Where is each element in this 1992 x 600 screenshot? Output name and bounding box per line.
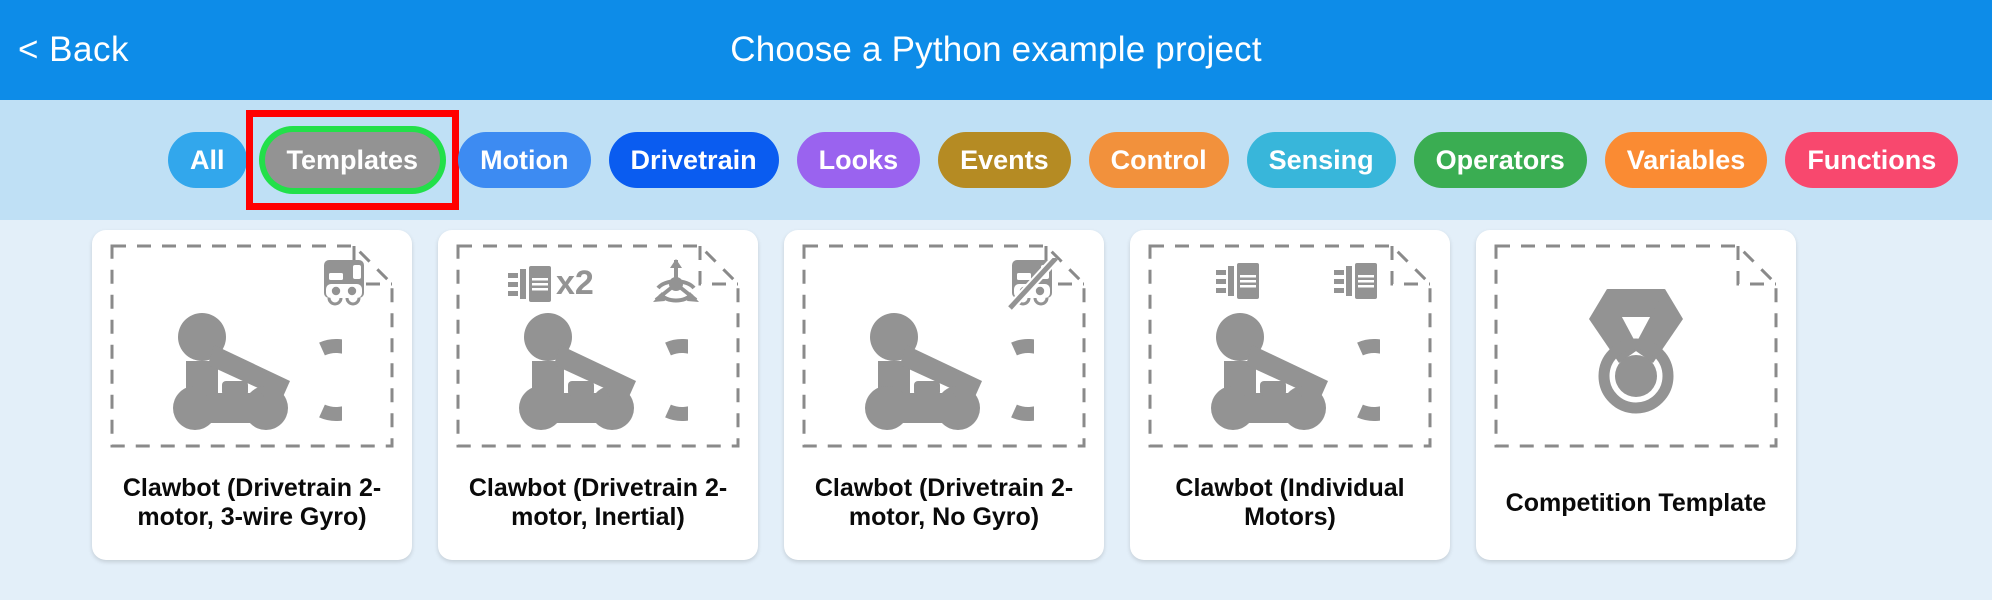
x2-multiplier-label: x2 xyxy=(556,264,594,302)
filter-pill-events[interactable]: Events xyxy=(938,132,1071,188)
card-title: Competition Template xyxy=(1505,488,1767,517)
project-card[interactable]: Clawbot (Drivetrain 2-motor, 3-wire Gyro… xyxy=(92,230,412,560)
gyro-3wire-icon xyxy=(324,260,364,306)
filter-pill-wrap-all: All xyxy=(168,132,247,188)
clawbot-robot-wrap xyxy=(102,309,402,434)
medal-icon xyxy=(1589,289,1683,414)
card-sensor-badges xyxy=(102,258,368,310)
filter-pill-drivetrain[interactable]: Drivetrain xyxy=(608,132,779,188)
filter-pill-sensing[interactable]: Sensing xyxy=(1246,132,1396,188)
card-title: Clawbot (Drivetrain 2-motor, Inertial) xyxy=(468,474,728,531)
card-thumbnail xyxy=(1140,240,1440,452)
filter-pill-variables[interactable]: Variables xyxy=(1604,132,1768,188)
card-sensor-badges: x2 xyxy=(506,258,704,308)
filter-pill-wrap-motion: Motion xyxy=(458,132,591,188)
card-thumbnail xyxy=(1486,240,1786,452)
inertial-sensor-icon xyxy=(653,259,699,303)
project-card-grid: Clawbot (Drivetrain 2-motor, 3-wire Gyro… xyxy=(0,220,1992,600)
back-button[interactable]: < Back xyxy=(18,30,129,69)
filter-pill-wrap-control: Control xyxy=(1088,132,1229,188)
project-card[interactable]: x2 xyxy=(438,230,758,560)
page-outline-icon xyxy=(456,244,740,448)
clawbot-robot-wrap xyxy=(1140,309,1440,434)
card-sensor-badges xyxy=(1214,258,1380,302)
filter-pill-wrap-drivetrain: Drivetrain xyxy=(608,132,779,188)
gyro-disabled-icon xyxy=(1008,258,1060,312)
card-thumbnail xyxy=(794,240,1094,452)
filter-pill-wrap-sensing: Sensing xyxy=(1246,132,1396,188)
motor-x2-group: x2 xyxy=(506,261,594,305)
project-card[interactable]: Clawbot (Drivetrain 2-motor, No Gyro) xyxy=(784,230,1104,560)
card-title: Clawbot (Individual Motors) xyxy=(1175,474,1405,531)
project-card[interactable]: Clawbot (Individual Motors) xyxy=(1130,230,1450,560)
clawbot-robot-icon xyxy=(173,313,342,430)
filter-pill-looks[interactable]: Looks xyxy=(796,132,921,188)
project-card[interactable]: Competition Template xyxy=(1476,230,1796,560)
filter-pill-wrap-templates: Templates xyxy=(245,110,460,210)
filter-pill-wrap-events: Events xyxy=(938,132,1071,188)
filter-pill-templates[interactable]: Templates xyxy=(264,132,441,188)
motor-icon xyxy=(1216,263,1259,299)
app-header: < Back Choose a Python example project xyxy=(0,0,1992,100)
filter-pill-motion[interactable]: Motion xyxy=(458,132,591,188)
page-title: Choose a Python example project xyxy=(730,30,1262,69)
medal-wrap xyxy=(1486,240,1786,452)
motor-icon xyxy=(1334,263,1377,299)
clawbot-robot-icon xyxy=(519,313,688,430)
clawbot-robot-wrap xyxy=(448,309,748,434)
card-thumbnail: x2 xyxy=(448,240,748,452)
filter-pill-operators[interactable]: Operators xyxy=(1413,132,1587,188)
card-sensor-badges xyxy=(794,258,1060,312)
page-outline-icon xyxy=(1494,244,1778,448)
filter-pill-wrap-looks: Looks xyxy=(796,132,921,188)
motor-icon xyxy=(508,266,551,302)
page-outline-icon xyxy=(1148,244,1432,448)
card-thumbnail xyxy=(102,240,402,452)
card-title: Clawbot (Drivetrain 2-motor, 3-wire Gyro… xyxy=(122,474,382,531)
category-filter-bar: All Templates Motion Drivetrain Looks Ev… xyxy=(0,100,1992,220)
card-title: Clawbot (Drivetrain 2-motor, No Gyro) xyxy=(814,474,1074,531)
clawbot-robot-icon xyxy=(1211,313,1380,430)
filter-pill-all[interactable]: All xyxy=(168,132,247,188)
filter-pill-wrap-functions: Functions xyxy=(1785,132,1959,188)
filter-pill-wrap-variables: Variables xyxy=(1604,132,1768,188)
filter-pill-functions[interactable]: Functions xyxy=(1785,132,1959,188)
filter-pill-wrap-operators: Operators xyxy=(1413,132,1587,188)
filter-pill-control[interactable]: Control xyxy=(1088,132,1229,188)
clawbot-robot-icon xyxy=(865,313,1034,430)
clawbot-robot-wrap xyxy=(794,309,1094,434)
